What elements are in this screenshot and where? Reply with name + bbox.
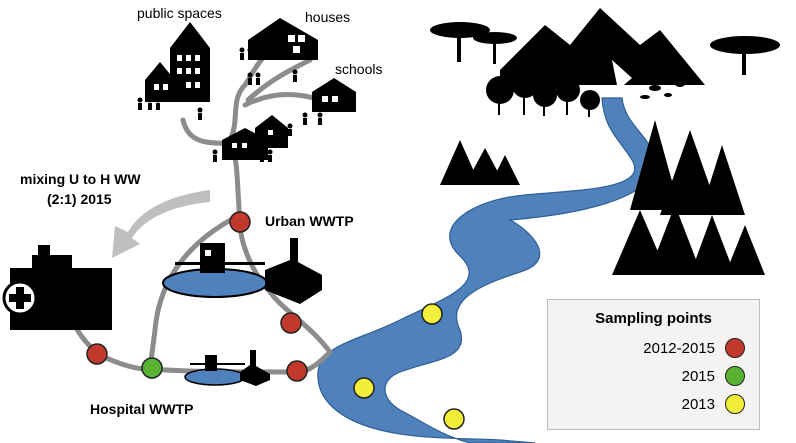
sampling-point [421, 303, 443, 325]
legend-dot-green [725, 366, 745, 386]
legend-dot-red [725, 338, 745, 358]
label-mixing-line2: (2:1) 2015 [47, 191, 112, 207]
house-icon [145, 18, 356, 160]
legend-title: Sampling points [595, 310, 712, 327]
rocks [640, 81, 685, 99]
urban-wwtp-plant [162, 243, 268, 298]
tree-icon [440, 120, 765, 275]
label-houses: houses [305, 9, 350, 25]
sampling-point [353, 377, 375, 399]
sampling-point [229, 211, 251, 233]
legend-item-label: 2013 [681, 395, 715, 413]
mixing-arrow [112, 190, 210, 258]
hospital-cross-icon [9, 287, 31, 309]
label-schools: schools [335, 61, 382, 77]
hospital-wwtp-plant [184, 350, 270, 386]
river [317, 97, 656, 443]
factory-icon [265, 238, 322, 304]
legend-item: 2013 [682, 394, 745, 414]
sampling-point [280, 312, 302, 334]
sampling-point [141, 357, 163, 379]
legend-item-label: 2012-2015 [643, 339, 715, 357]
jungle-trees [486, 70, 600, 117]
label-mixing-line1: mixing U to H WW [20, 171, 141, 187]
label-hospital-wwtp: Hospital WWTP [90, 401, 193, 417]
sampling-point [286, 360, 308, 382]
label-public-spaces: public spaces [137, 5, 222, 21]
person-icon [137, 47, 323, 162]
label-urban-wwtp: Urban WWTP [265, 213, 354, 229]
legend-item: 2012-2015 [643, 338, 745, 358]
sampling-point [443, 408, 465, 430]
legend-item-label: 2015 [681, 367, 715, 385]
legend-dot-yellow [725, 394, 745, 414]
acacia-tree-icon [430, 22, 780, 75]
sampling-point [86, 343, 108, 365]
sampling-points [86, 211, 465, 430]
legend: Sampling points 2012-2015 2015 2013 [547, 299, 760, 430]
legend-item: 2015 [682, 366, 745, 386]
mountain-icon [500, 8, 705, 90]
